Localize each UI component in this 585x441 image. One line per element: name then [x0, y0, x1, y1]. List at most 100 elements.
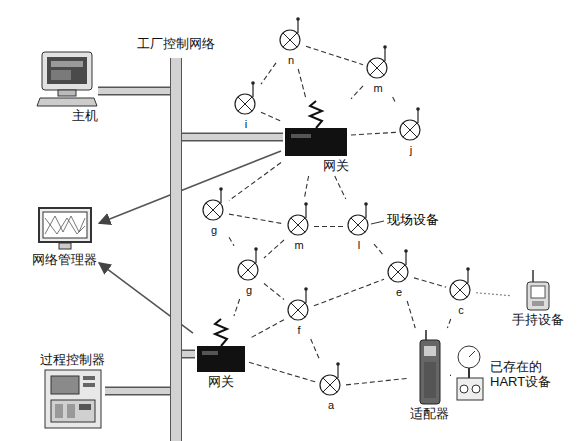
node-label: m	[286, 239, 312, 252]
drawing-part	[405, 251, 406, 265]
drawing-part	[220, 189, 221, 203]
drawing-part	[367, 58, 387, 78]
drawing-part	[296, 17, 300, 21]
drawing-part	[337, 364, 338, 378]
drawing-part	[403, 123, 417, 137]
drawing-part	[45, 216, 85, 234]
link-line	[407, 301, 415, 328]
drawing-part	[51, 70, 71, 80]
link-path	[346, 378, 408, 385]
node-label: m	[365, 82, 391, 95]
drawing-part	[467, 269, 468, 283]
pipe-fill	[98, 88, 170, 94]
drawing-part	[42, 52, 92, 90]
link-line	[304, 176, 308, 199]
drawing-part	[51, 376, 79, 394]
drawing-part	[348, 215, 368, 235]
drawing-part	[391, 265, 405, 279]
drawing-part	[215, 319, 227, 346]
drawing-part	[472, 385, 480, 393]
pipe-fill	[105, 388, 170, 394]
drawing-part	[370, 61, 384, 75]
drawing-part	[351, 218, 365, 232]
drawing-part	[384, 47, 385, 61]
drawing-part	[305, 204, 306, 218]
field-device-icon	[236, 246, 262, 284]
drawing-part	[283, 33, 297, 47]
drawing-part	[460, 385, 468, 393]
drawing-part	[532, 301, 544, 306]
network-pipe	[105, 391, 170, 392]
drawing-part	[291, 303, 305, 317]
link-line	[264, 240, 284, 258]
drawing-part	[55, 404, 63, 418]
adapter-device: 适配器	[410, 330, 449, 422]
drawing-part	[238, 97, 252, 111]
drawing-part	[383, 45, 387, 49]
field-device-icon	[448, 266, 474, 304]
link-path	[298, 69, 306, 98]
field-device-icon	[201, 186, 227, 224]
node-label: n	[278, 54, 304, 67]
drawing-part	[39, 208, 91, 242]
drawing-part	[83, 376, 95, 380]
hart-device: 已存在的 HART设备	[452, 344, 546, 404]
link-line	[374, 244, 384, 256]
link-line	[314, 226, 344, 227]
adapter-device-icon	[416, 330, 444, 406]
drawing-part	[238, 97, 252, 111]
link-path	[414, 278, 446, 287]
link-path	[447, 319, 450, 328]
drawing-part	[391, 265, 405, 279]
pipe-outline	[182, 133, 283, 142]
node-label: g	[201, 224, 227, 237]
field-device: c	[448, 266, 474, 317]
link-line	[351, 86, 363, 99]
drawing-part	[51, 61, 83, 67]
drawing-part	[532, 270, 534, 282]
link-line	[447, 319, 450, 328]
field-device: e	[386, 248, 412, 299]
drawing-part	[241, 263, 255, 277]
drawing-part	[416, 107, 420, 111]
link-path	[374, 244, 384, 256]
network-pipe	[182, 137, 283, 138]
leader-line	[371, 221, 384, 224]
node-label: l	[346, 239, 372, 252]
drawing-part	[252, 83, 253, 97]
drawing-part	[424, 362, 436, 398]
drawing-part	[420, 340, 440, 404]
drawing-part	[288, 300, 308, 320]
drawing-part	[59, 243, 71, 249]
field-device-icon	[233, 80, 259, 118]
field-device: f	[286, 286, 312, 337]
network-manager-icon	[37, 206, 93, 252]
link-path	[229, 237, 234, 246]
drawing-part	[351, 218, 365, 232]
field-device-icon	[398, 106, 424, 144]
link-line	[99, 151, 281, 223]
drawing-part	[450, 280, 470, 300]
node-label: 网络管理器	[32, 252, 97, 268]
drawing-part	[202, 351, 218, 355]
link-path	[335, 176, 346, 199]
node-label: 工厂控制网络	[137, 36, 215, 52]
drawing-part	[206, 203, 220, 217]
link-line	[311, 339, 320, 359]
drawing-part	[67, 404, 75, 418]
link-path	[314, 279, 384, 306]
drawing-part	[365, 204, 366, 218]
node-label: c	[448, 304, 474, 317]
link-path	[407, 301, 415, 328]
link-path	[306, 46, 363, 64]
node-label: 主机	[36, 108, 98, 124]
drawing-part	[304, 287, 308, 291]
link-path	[249, 320, 284, 339]
handheld-device-icon	[521, 268, 555, 312]
field-device: j	[398, 106, 424, 157]
link-line	[414, 278, 446, 287]
drawing-part	[469, 351, 475, 357]
link-line	[335, 176, 346, 199]
node-label: 已存在的 HART设备	[490, 359, 546, 389]
